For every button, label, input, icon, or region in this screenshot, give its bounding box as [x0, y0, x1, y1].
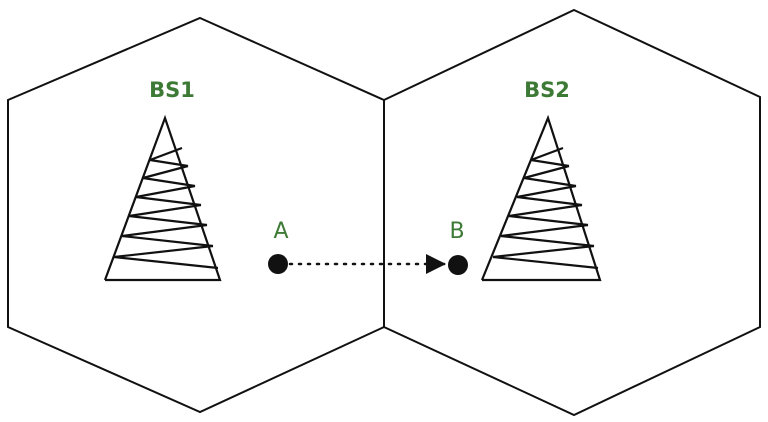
point-b-label: B	[449, 219, 464, 244]
point-a-dot	[268, 254, 288, 274]
hexagon-cell-bs1	[7, 16, 385, 414]
hexagon-cell-bs2	[383, 8, 761, 417]
tower-bs1-icon	[103, 114, 222, 282]
point-a-label: A	[273, 219, 288, 244]
bs1-label: BS1	[149, 78, 195, 102]
point-b-dot	[448, 255, 468, 275]
tower-bs2-icon	[480, 114, 602, 282]
bs2-label: BS2	[524, 78, 570, 102]
